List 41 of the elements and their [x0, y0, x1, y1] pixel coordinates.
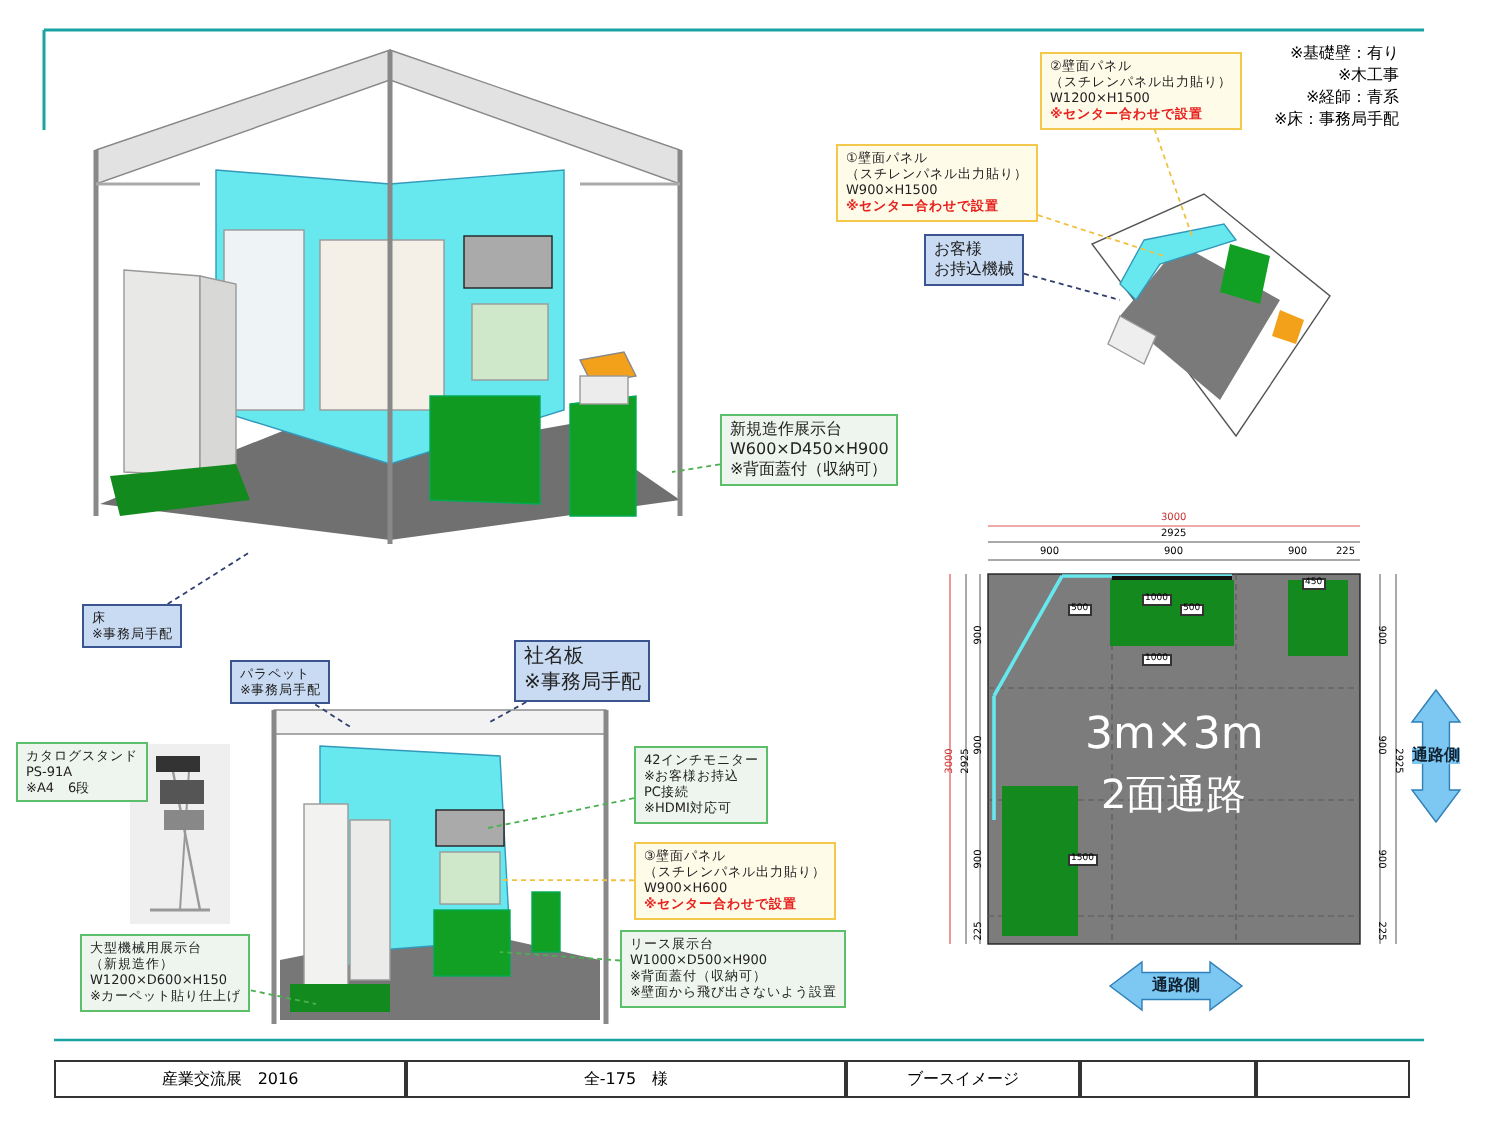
callout-box [82, 604, 183, 649]
callout-box [924, 234, 1024, 286]
leader-line [489, 701, 528, 723]
aisle-label: 通路側 [1152, 978, 1200, 994]
callout-box [1040, 52, 1242, 129]
callout-text: お客様 [934, 240, 984, 260]
callout-box [634, 746, 769, 823]
leader-line [1023, 272, 1121, 301]
leader-line [1037, 214, 1165, 257]
note-text: ※経師：青系 [1306, 90, 1400, 106]
table-cell: 全-175 様 [406, 1060, 846, 1098]
leader-line [250, 989, 317, 1005]
aisle-label: 通路側 [1412, 748, 1460, 764]
leader-line [499, 951, 621, 962]
area-label: 3m×3m [1085, 714, 1264, 758]
leader-line [487, 797, 635, 829]
callout-text: 新規造作展示台 [730, 420, 844, 440]
callout-text: W600×D450×H900 [730, 440, 889, 460]
callout-box [634, 842, 836, 919]
table-cell: ブースイメージ [846, 1060, 1080, 1098]
table-cell: 産業交流展 2016 [54, 1060, 406, 1098]
leader-line [499, 879, 635, 882]
callout-box [620, 930, 847, 1007]
callout-box [16, 742, 148, 803]
callout-box [230, 660, 331, 705]
leader-line [314, 703, 353, 729]
note-text: ※木工事 [1338, 68, 1400, 84]
callout-box [80, 934, 251, 1011]
callout-text: ※背面蓋付（収納可） [730, 460, 889, 480]
callout-text: ※事務局手配 [524, 671, 641, 696]
area-label: 2面通路 [1101, 774, 1247, 814]
note-text: ※床：事務局手配 [1274, 112, 1400, 128]
callout-box [514, 640, 651, 702]
leader-line [1153, 128, 1193, 237]
note-text: ※基礎壁：有り [1290, 46, 1400, 62]
callout-text: お持込機械 [934, 260, 1014, 280]
leader-line [671, 463, 721, 473]
callout-text: 社名板 [524, 646, 586, 671]
callout-box [836, 144, 1038, 221]
callout-box [720, 414, 899, 486]
leader-line [166, 551, 251, 605]
